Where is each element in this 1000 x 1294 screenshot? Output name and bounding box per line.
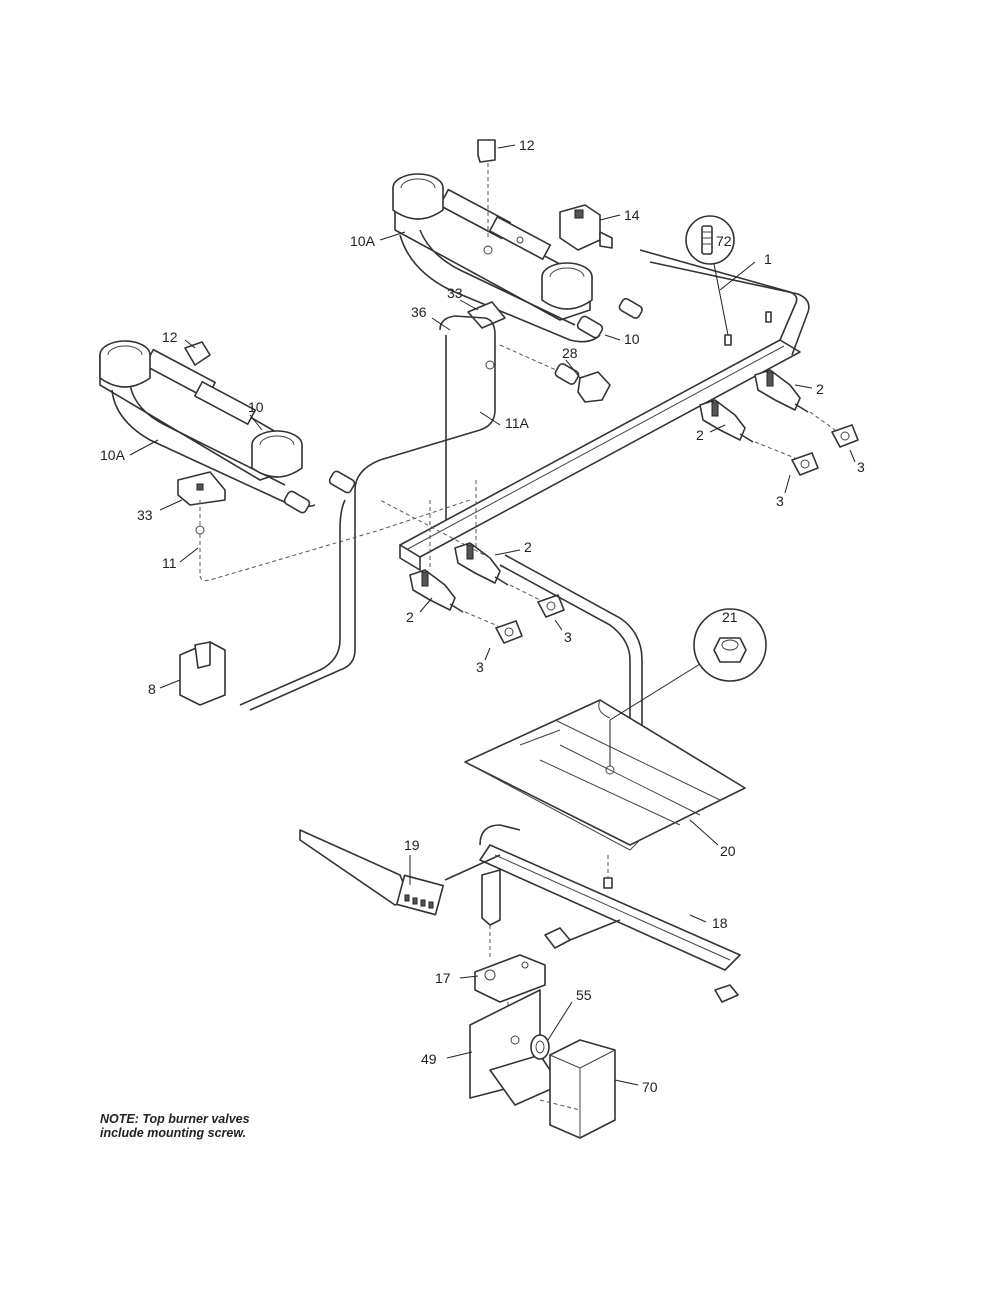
label-14: 14 bbox=[624, 207, 640, 223]
valve-dash-lines bbox=[379, 411, 836, 627]
nut-detail-21 bbox=[609, 608, 767, 766]
knob-bracket-3d bbox=[495, 620, 523, 644]
valve-2-right-lower bbox=[699, 399, 754, 443]
label-20: 20 bbox=[720, 843, 736, 859]
label-8: 8 bbox=[148, 681, 156, 697]
part-8-bracket bbox=[179, 641, 226, 706]
screw-detail-72 bbox=[685, 215, 772, 346]
tube-36-11A bbox=[249, 315, 496, 711]
label-3d: 3 bbox=[476, 659, 484, 675]
label-49: 49 bbox=[421, 1051, 437, 1067]
label-2-left: 2 bbox=[406, 609, 414, 625]
valve-2-left bbox=[409, 569, 464, 613]
cover-70 bbox=[539, 1039, 616, 1139]
knob-bracket-3c bbox=[537, 594, 565, 618]
bracket-49 bbox=[469, 989, 561, 1106]
knob-bracket-3a bbox=[831, 424, 859, 448]
label-19: 19 bbox=[404, 837, 420, 853]
front-burner-assembly bbox=[99, 340, 356, 514]
label-2-right-lower: 2 bbox=[696, 427, 704, 443]
label-55: 55 bbox=[576, 987, 592, 1003]
label-11A: 11A bbox=[505, 415, 530, 431]
bracket-12-left bbox=[184, 341, 211, 366]
label-3a: 3 bbox=[857, 459, 865, 475]
manifold-pipe bbox=[399, 249, 810, 571]
leader-lines bbox=[129, 144, 856, 1086]
label-70: 70 bbox=[642, 1079, 658, 1095]
grommet-55 bbox=[530, 1034, 550, 1060]
callout-labels: 12 14 10A 72 1 33 36 10 12 28 2 10 11A 2… bbox=[100, 137, 865, 1095]
label-12-left: 12 bbox=[162, 329, 178, 345]
bracket-33-left bbox=[177, 471, 226, 506]
oven-supply-pipe bbox=[499, 554, 643, 725]
label-12-top: 12 bbox=[519, 137, 535, 153]
valve-28 bbox=[499, 344, 611, 403]
label-10A-rear: 10A bbox=[350, 233, 376, 249]
knob-bracket-3b bbox=[791, 452, 819, 476]
oven-igniter-19 bbox=[299, 829, 501, 916]
safety-valve-17 bbox=[474, 869, 546, 1080]
note-line-2: include mounting screw. bbox=[100, 1126, 247, 1140]
rear-burner-assembly bbox=[392, 173, 643, 343]
label-3b: 3 bbox=[776, 493, 784, 509]
note-line-1: NOTE: Top burner valves bbox=[100, 1112, 250, 1126]
label-18: 18 bbox=[712, 915, 728, 931]
label-3c: 3 bbox=[564, 629, 572, 645]
label-28: 28 bbox=[562, 345, 578, 361]
label-10-front: 10 bbox=[248, 399, 264, 415]
label-17: 17 bbox=[435, 970, 451, 986]
valve-2-right-upper bbox=[754, 369, 809, 413]
oven-burner-18 bbox=[479, 824, 741, 1003]
label-33-left: 33 bbox=[137, 507, 153, 523]
bracket-33-upper bbox=[467, 301, 506, 329]
tube-11 bbox=[195, 499, 471, 706]
label-72: 72 bbox=[716, 233, 732, 249]
label-2-center: 2 bbox=[524, 539, 532, 555]
bracket-12-top bbox=[477, 139, 496, 240]
label-36: 36 bbox=[411, 304, 427, 320]
label-10-rear: 10 bbox=[624, 331, 640, 347]
label-33-upper: 33 bbox=[447, 285, 463, 301]
label-21: 21 bbox=[722, 609, 738, 625]
note-text: NOTE: Top burner valves include mounting… bbox=[100, 1112, 250, 1140]
label-11: 11 bbox=[162, 555, 177, 571]
label-1: 1 bbox=[764, 251, 772, 267]
label-2-right-upper: 2 bbox=[816, 381, 824, 397]
oven-baffle-20 bbox=[464, 699, 746, 851]
spark-electrode-14 bbox=[559, 204, 613, 251]
valve-2-center bbox=[454, 542, 509, 586]
label-10A-front: 10A bbox=[100, 447, 126, 463]
